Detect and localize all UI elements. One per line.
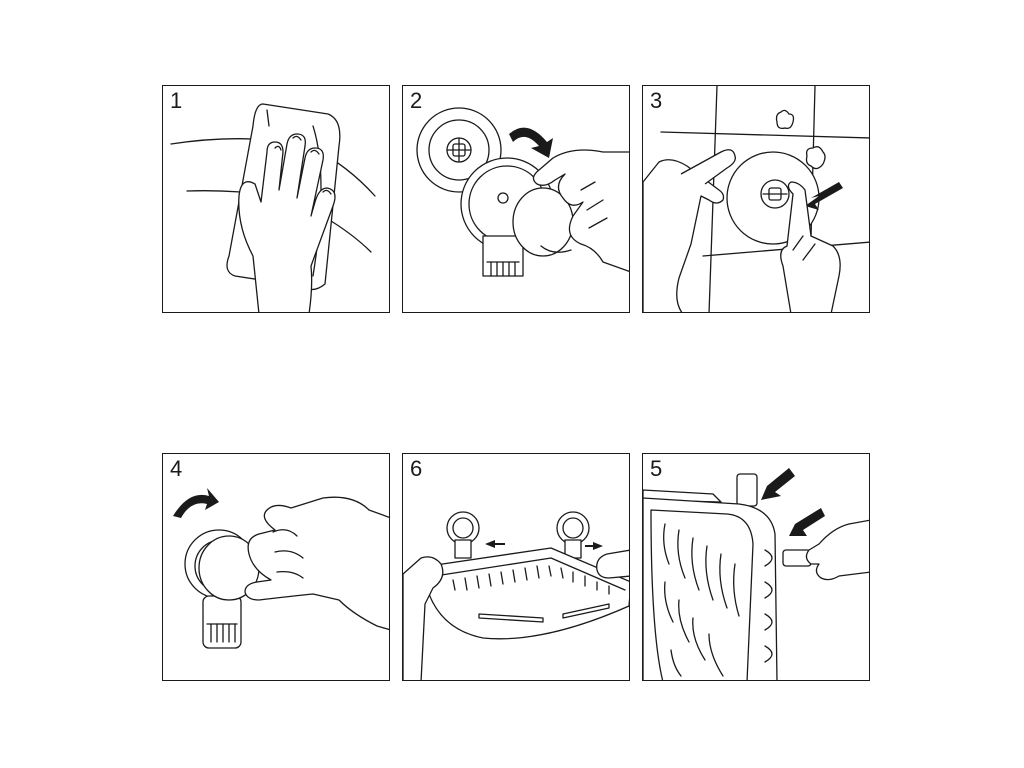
step-number: 6 bbox=[409, 456, 424, 481]
turn-knob-illustration bbox=[173, 488, 389, 649]
step-number: 5 bbox=[649, 456, 664, 481]
insert-pins-illustration bbox=[643, 468, 869, 680]
insert-arrow-icon bbox=[761, 468, 795, 500]
rotate-arrow-icon bbox=[173, 488, 219, 518]
twist-suction-cup-illustration bbox=[416, 107, 629, 277]
step-panel-3: 3 bbox=[642, 85, 870, 313]
step-number: 1 bbox=[169, 88, 184, 113]
press-arrow-icon bbox=[805, 182, 843, 210]
press-disc-on-tile-illustration bbox=[643, 86, 869, 312]
step-number: 3 bbox=[649, 88, 664, 113]
right-arrow-icon bbox=[585, 542, 603, 550]
step-number: 2 bbox=[409, 88, 424, 113]
step-panel-1: 1 bbox=[162, 85, 390, 313]
rotate-arrow-icon bbox=[509, 127, 553, 158]
step-number: 4 bbox=[169, 456, 184, 481]
wipe-wall-illustration bbox=[170, 103, 376, 312]
insert-arrow-icon bbox=[789, 508, 825, 536]
left-arrow-icon bbox=[485, 540, 505, 548]
attach-corner-shelf-illustration bbox=[403, 511, 629, 680]
step-panel-2: 2 bbox=[402, 85, 630, 313]
step-panel-5: 5 bbox=[642, 453, 870, 681]
step-panel-6: 6 bbox=[402, 453, 630, 681]
step-panel-4: 4 bbox=[162, 453, 390, 681]
